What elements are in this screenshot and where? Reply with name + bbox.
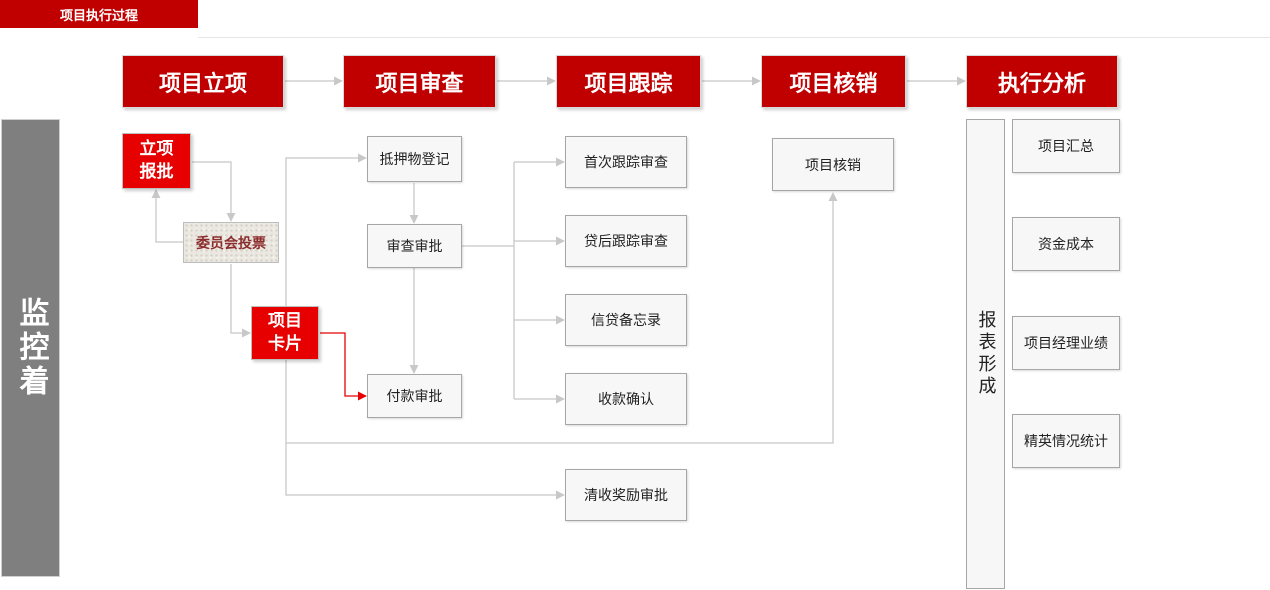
project-writeoff-node[interactable]: 项目核销 [772, 138, 894, 191]
payment-confirmation-node[interactable]: 收款确认 [565, 373, 687, 425]
stage-tracking[interactable]: 项目跟踪 [556, 55, 701, 108]
vote-to-approval [151, 189, 183, 243]
stage-initiation[interactable]: 项目立项 [122, 55, 284, 108]
first-tracking-review-node[interactable]: 首次跟踪审查 [565, 136, 687, 188]
project-card-node[interactable]: 项目 卡片 [251, 306, 319, 360]
post-loan-tracking-review-node[interactable]: 贷后跟踪审查 [565, 215, 687, 267]
report-project-summary[interactable]: 项目汇总 [1012, 119, 1120, 173]
report-capital-cost[interactable]: 资金成本 [1012, 217, 1120, 271]
stage-review[interactable]: 项目审查 [343, 55, 496, 108]
payment-approval-node[interactable]: 付款审批 [367, 374, 462, 418]
monitor-label: 监控着 [1, 119, 60, 577]
card-to-payment-red [320, 332, 367, 401]
card-trunk [285, 153, 367, 306]
committee-vote-node[interactable]: 委员会投票 [183, 222, 279, 263]
report-formation-node[interactable]: 报表形成 [966, 119, 1005, 589]
section-tab[interactable]: 项目执行过程 [0, 0, 198, 28]
approval-to-vote [192, 161, 236, 222]
collection-reward-approval-node[interactable]: 清收奖励审批 [565, 469, 687, 521]
collateral-registration-node[interactable]: 抵押物登记 [367, 136, 462, 182]
header-divider [198, 37, 1270, 38]
report-elite-statistics[interactable]: 精英情况统计 [1012, 414, 1120, 468]
report-manager-performance[interactable]: 项目经理业绩 [1012, 316, 1120, 370]
credit-memo-node[interactable]: 信贷备忘录 [565, 294, 687, 346]
stage-analysis[interactable]: 执行分析 [966, 55, 1118, 108]
stage-writeoff[interactable]: 项目核销 [761, 55, 906, 108]
review-approval-node[interactable]: 审查审批 [367, 224, 462, 268]
project-approval-node[interactable]: 立项 报批 [122, 133, 191, 189]
vote-to-card [230, 264, 251, 338]
